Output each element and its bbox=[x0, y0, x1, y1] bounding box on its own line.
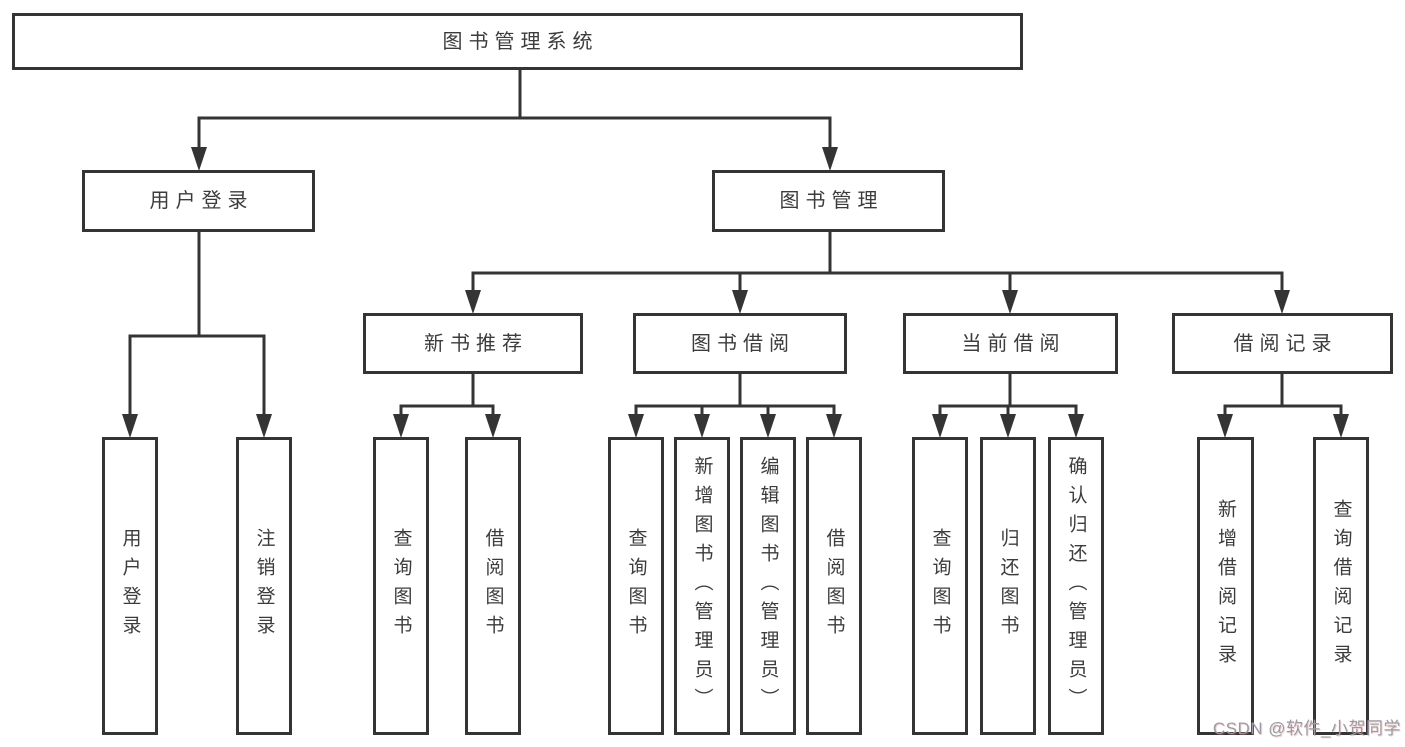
node-book-borrow: 图书借阅 bbox=[633, 313, 847, 374]
rail-borrow-records bbox=[1223, 404, 1343, 428]
leaf-add-borrow-record: 新增借阅记录 bbox=[1197, 437, 1254, 735]
csdn-watermark: CSDN @软件_小贺同学 bbox=[1212, 719, 1401, 738]
node-library-system: 图书管理系统 bbox=[12, 13, 1023, 70]
rail-new-book-recommend bbox=[399, 404, 495, 428]
leaf-logout-label: 注销登录 bbox=[253, 528, 275, 644]
leaf-borrow-books-recommend: 借阅图书 bbox=[465, 437, 521, 735]
leaf-query-borrow-record-label: 查询借阅记录 bbox=[1330, 499, 1352, 673]
leaf-add-borrow-record-label: 新增借阅记录 bbox=[1215, 499, 1236, 673]
node-borrow-records-label: 借阅记录 bbox=[1233, 332, 1338, 355]
rail-level3 bbox=[471, 271, 1284, 305]
node-current-borrow-label: 当前借阅 bbox=[961, 332, 1066, 355]
leaf-confirm-return-admin-label: 确认归还（管理员） bbox=[1065, 455, 1087, 717]
leaf-add-book-admin: 新增图书（管理员） bbox=[674, 437, 730, 735]
leaf-add-book-admin-label: 新增图书（管理员） bbox=[691, 455, 713, 717]
node-user-login-label: 用户登录 bbox=[149, 190, 254, 212]
node-new-book-recommend-label: 新书推荐 bbox=[424, 332, 528, 355]
node-book-management-label: 图书管理 bbox=[779, 190, 884, 212]
node-new-book-recommend: 新书推荐 bbox=[363, 313, 583, 374]
leaf-query-books-borrow-label: 查询图书 bbox=[625, 528, 647, 644]
leaf-return-book: 归还图书 bbox=[980, 437, 1036, 735]
node-user-login: 用户登录 bbox=[82, 170, 315, 232]
arrowheads bbox=[122, 147, 1349, 438]
leaf-edit-book-admin: 编辑图书（管理员） bbox=[740, 437, 796, 735]
leaf-borrow-books-recommend-label: 借阅图书 bbox=[482, 528, 504, 644]
leaf-user-login: 用户登录 bbox=[102, 437, 158, 735]
leaf-query-books-recommend-label: 查询图书 bbox=[390, 528, 412, 644]
leaf-query-books-borrow: 查询图书 bbox=[608, 437, 664, 735]
leaf-borrow-books-label: 借阅图书 bbox=[823, 528, 845, 644]
leaf-query-books-current: 查询图书 bbox=[912, 437, 968, 735]
leaf-query-borrow-record: 查询借阅记录 bbox=[1313, 437, 1369, 735]
rail-book-borrow bbox=[634, 404, 836, 428]
leaf-borrow-books: 借阅图书 bbox=[806, 437, 862, 735]
leaf-return-book-label: 归还图书 bbox=[997, 528, 1019, 644]
node-book-management: 图书管理 bbox=[712, 170, 945, 232]
rail-user-login bbox=[128, 334, 266, 428]
leaf-query-books-recommend: 查询图书 bbox=[373, 437, 429, 735]
leaf-user-login-label: 用户登录 bbox=[119, 528, 141, 644]
leaf-confirm-return-admin: 确认归还（管理员） bbox=[1048, 437, 1104, 735]
node-current-borrow: 当前借阅 bbox=[903, 313, 1118, 374]
node-book-borrow-label: 图书借阅 bbox=[691, 332, 795, 355]
node-library-system-label: 图书管理系统 bbox=[442, 30, 599, 53]
leaf-logout: 注销登录 bbox=[236, 437, 292, 735]
leaf-query-books-current-label: 查询图书 bbox=[929, 528, 951, 644]
leaf-edit-book-admin-label: 编辑图书（管理员） bbox=[757, 455, 779, 717]
rail-level2 bbox=[197, 116, 832, 162]
node-borrow-records: 借阅记录 bbox=[1172, 313, 1393, 374]
